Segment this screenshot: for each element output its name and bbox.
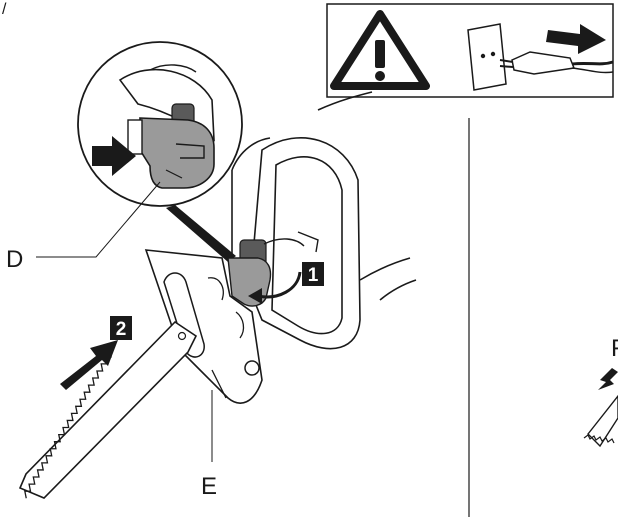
saw-housing: [317, 91, 417, 301]
pull-arrow-icon: [546, 24, 606, 54]
svg-text:2: 2: [116, 319, 127, 340]
right-panel-partial: F: [583, 335, 618, 448]
corner-mark: /: [2, 1, 7, 18]
svg-text:1: 1: [308, 265, 319, 286]
warning-triangle-icon: [330, 10, 430, 90]
rotate-arrow-icon: [257, 271, 302, 299]
insert-arrow-icon: [60, 340, 118, 390]
blade-clamp: [227, 231, 319, 307]
label-f-partial: F: [611, 335, 618, 362]
saw-blade: [18, 320, 198, 499]
leader-line-d: [36, 181, 161, 258]
partial-arrow-icon: [598, 368, 618, 390]
warning-box: [326, 3, 614, 98]
step-1-badge: 1: [302, 262, 324, 286]
step-2-badge: 2: [110, 316, 132, 340]
label-d: D: [6, 246, 23, 273]
label-e: E: [201, 473, 217, 500]
unplug-from-socket-icon: [467, 23, 614, 91]
detail-magnifier: [77, 41, 243, 262]
push-arrow-icon: [92, 136, 136, 176]
